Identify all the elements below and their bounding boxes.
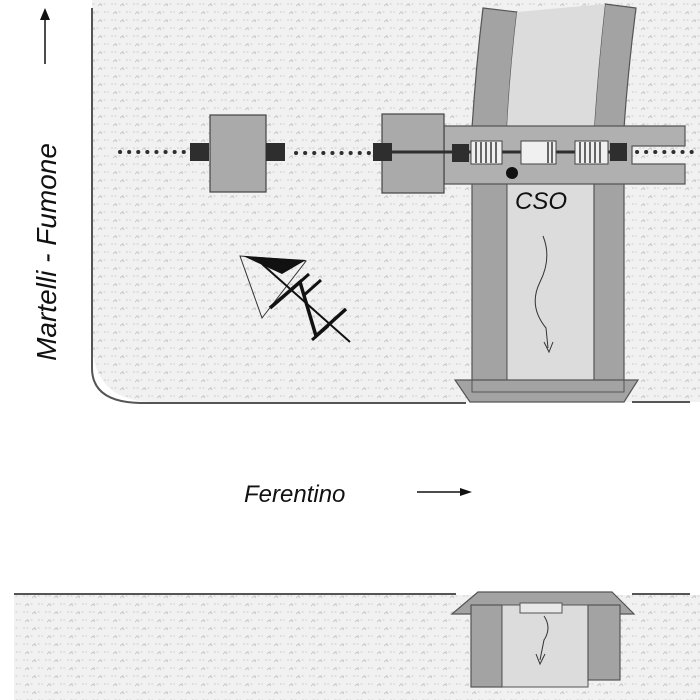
cso-label: CSO (515, 188, 567, 215)
road-edge-upper (91, 8, 466, 404)
chamber-wall-left (471, 179, 508, 393)
chamber-wall-right (593, 179, 625, 393)
connector-block (266, 143, 285, 161)
pipe-housing (443, 125, 686, 185)
lower-chamber-wall-left (470, 604, 503, 688)
cso-marker-dot (506, 167, 518, 179)
connector-block (452, 144, 469, 162)
connector-block (610, 143, 627, 161)
channel-interior-upper (507, 4, 605, 128)
arrow-right-icon (417, 488, 472, 496)
lower-chamber-wall-right (587, 604, 621, 681)
north-arrow-icon (239, 255, 351, 343)
vertical-road-label: Martelli - Fumone (31, 143, 62, 361)
arrow-up-icon (40, 8, 50, 64)
valve-coupling (470, 140, 503, 165)
chamber-base (453, 379, 640, 403)
valve-coupling (574, 140, 609, 165)
left-box (209, 114, 267, 193)
connector-block (373, 143, 392, 161)
lower-chamber-opening (519, 602, 563, 614)
flow-arrow-lower (539, 615, 549, 661)
horizontal-road-label: Ferentino (244, 481, 345, 508)
flow-arrow-upper (534, 235, 549, 349)
connector-block (190, 143, 209, 161)
valve-coupling (520, 140, 557, 165)
